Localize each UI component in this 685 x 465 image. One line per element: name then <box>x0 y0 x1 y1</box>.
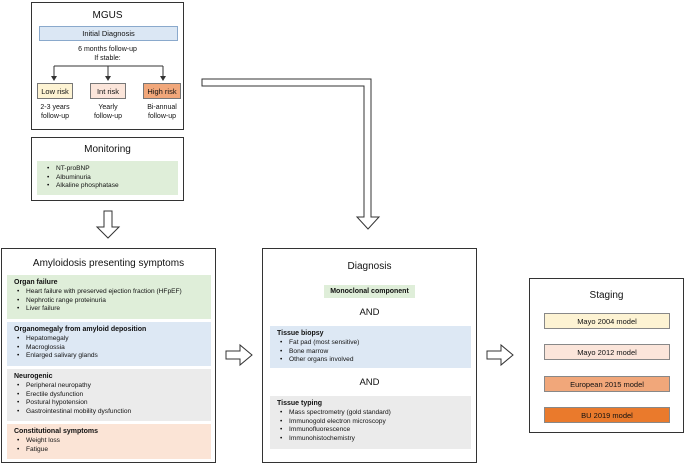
symptom-item: Enlarged salivary glands <box>17 352 205 361</box>
tissue-typing-heading: Tissue typing <box>277 400 322 407</box>
organ-failure-heading: Organ failure <box>14 279 58 286</box>
and-label-1: AND <box>359 307 380 318</box>
typing-item: Immunohistochemistry <box>280 435 465 444</box>
typing-item: Mass spectrometry (gold standard) <box>280 409 465 418</box>
monitoring-list: NT-proBNP Albuminuria Alkaline phosphata… <box>44 165 172 191</box>
int-risk-note-1: Yearly <box>98 104 118 111</box>
monitoring-title: Monitoring <box>84 144 131 155</box>
mgus-box: MGUS Initial Diagnosis 6 months follow-u… <box>31 2 184 130</box>
staging-box: Staging Mayo 2004 model Mayo 2012 model … <box>529 278 684 433</box>
monitoring-item: Albuminuria <box>47 174 172 183</box>
staging-model-european-2015: European 2015 model <box>544 376 670 392</box>
biopsy-item: Fat pad (most sensitive) <box>280 339 465 348</box>
tissue-typing-panel: Tissue typing Mass spectrometry (gold st… <box>270 396 471 449</box>
organ-failure-panel: Organ failure Heart failure with preserv… <box>7 275 211 319</box>
right-arrow-icon <box>486 343 514 367</box>
symptoms-title: Amyloidosis presenting symptoms <box>32 258 185 269</box>
symptom-item: Postural hypotension <box>17 399 205 408</box>
initial-diagnosis-label: Initial Diagnosis <box>82 29 135 38</box>
monitoring-item: Alkaline phosphatase <box>47 182 172 191</box>
high-risk-note-1: Bi-annual <box>147 104 177 111</box>
symptom-item: Heart failure with preserved ejection fr… <box>17 288 205 297</box>
low-risk-note: 2-3 years follow-up <box>32 104 78 121</box>
biopsy-item: Bone marrow <box>280 348 465 357</box>
followup-text: 6 months follow-up If stable: <box>32 46 183 63</box>
symptom-item: Gastrointestinal mobility dysfunction <box>17 408 205 417</box>
staging-title: Staging <box>589 290 624 301</box>
organomegaly-panel: Organomegaly from amyloid deposition Hep… <box>7 322 211 366</box>
monitoring-box: Monitoring NT-proBNP Albuminuria Alkalin… <box>31 137 184 201</box>
monitoring-panel: NT-proBNP Albuminuria Alkaline phosphata… <box>37 161 178 195</box>
high-risk-note: Bi-annual follow-up <box>139 104 185 121</box>
high-risk-note-2: follow-up <box>147 112 176 120</box>
staging-model-mayo-2004: Mayo 2004 model <box>544 313 670 329</box>
risk-branch-lines <box>51 65 166 81</box>
symptom-item: Liver failure <box>17 305 205 314</box>
neurogenic-panel: Neurogenic Peripheral neuropathy Erectil… <box>7 369 211 421</box>
monoclonal-component-bar: Monoclonal component <box>324 285 415 298</box>
typing-item: Immunofluorescence <box>280 426 465 435</box>
int-risk-note-2: follow-up <box>93 112 122 120</box>
tissue-biopsy-heading: Tissue biopsy <box>277 330 324 337</box>
high-risk-badge: High risk <box>143 83 181 99</box>
constitutional-panel: Constitutional symptoms Weight loss Fati… <box>7 424 211 459</box>
diagnosis-box: Diagnosis Monoclonal component AND Tissu… <box>262 248 477 463</box>
int-risk-note: Yearly follow-up <box>85 104 131 121</box>
symptom-item: Nephrotic range proteinuria <box>17 297 205 306</box>
typing-item: Immunogold electron microscopy <box>280 418 465 427</box>
bent-arrow-icon <box>201 78 381 230</box>
constitutional-heading: Constitutional symptoms <box>14 428 99 435</box>
symptom-item: Macroglossia <box>17 344 205 353</box>
low-risk-note-1: 2-3 years <box>40 104 70 111</box>
diagnosis-title: Diagnosis <box>347 261 392 272</box>
low-risk-badge: Low risk <box>37 83 73 99</box>
neurogenic-heading: Neurogenic <box>14 373 53 380</box>
int-risk-badge: Int risk <box>90 83 126 99</box>
low-risk-note-2: follow-up <box>40 112 69 120</box>
monitoring-item: NT-proBNP <box>47 165 172 174</box>
down-arrow-icon <box>95 210 121 239</box>
symptom-item: Weight loss <box>17 437 205 446</box>
followup-line-1: 6 months follow-up <box>78 46 137 53</box>
organomegaly-heading: Organomegaly from amyloid deposition <box>14 326 147 333</box>
and-label-2: AND <box>359 377 380 388</box>
symptom-item: Fatigue <box>17 446 205 455</box>
tissue-biopsy-panel: Tissue biopsy Fat pad (most sensitive) B… <box>270 326 471 368</box>
symptom-item: Peripheral neuropathy <box>17 382 205 391</box>
right-arrow-icon <box>225 343 253 367</box>
staging-model-bu-2019: BU 2019 model <box>544 407 670 423</box>
biopsy-item: Other organs involved <box>280 356 465 365</box>
symptoms-box: Amyloidosis presenting symptoms Organ fa… <box>1 248 216 463</box>
symptom-item: Erectile dysfunction <box>17 391 205 400</box>
mgus-title: MGUS <box>92 10 123 21</box>
staging-model-mayo-2012: Mayo 2012 model <box>544 344 670 360</box>
symptom-item: Hepatomegaly <box>17 335 205 344</box>
initial-diagnosis-bar: Initial Diagnosis <box>39 26 178 41</box>
monoclonal-component-label: Monoclonal component <box>330 288 409 295</box>
followup-line-2: If stable: <box>94 54 121 62</box>
